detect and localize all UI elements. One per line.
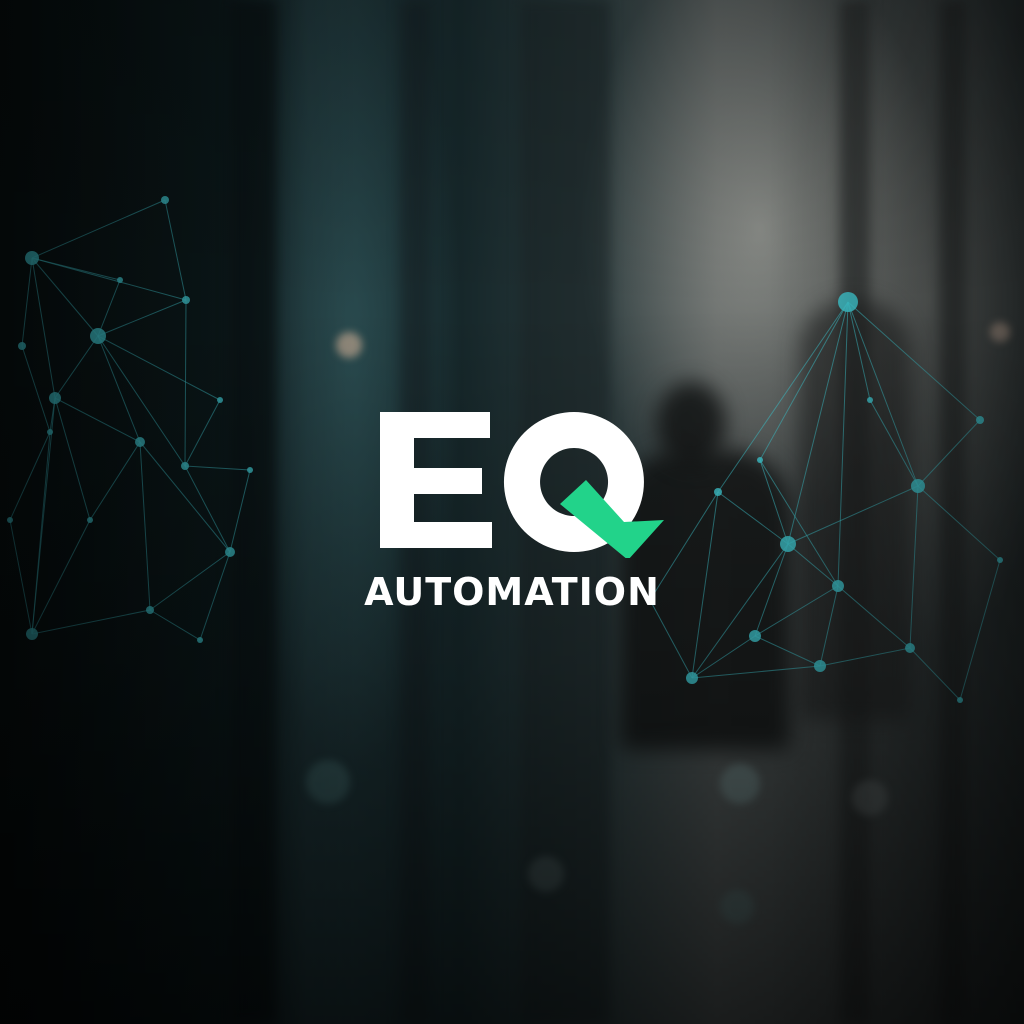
network-link <box>917 485 1001 561</box>
network-node <box>780 536 796 552</box>
network-node <box>7 517 13 523</box>
network-link <box>909 485 919 649</box>
network-node <box>18 342 26 350</box>
network-node <box>26 628 38 640</box>
network-node <box>976 416 984 424</box>
network-node <box>957 697 963 703</box>
network-link <box>787 301 849 545</box>
network-link <box>164 199 187 301</box>
network-node <box>247 467 253 473</box>
network-node <box>757 457 763 463</box>
network-node <box>225 547 235 557</box>
network-link <box>837 301 849 587</box>
network-link <box>909 647 961 701</box>
network-link <box>691 665 821 679</box>
network-link <box>31 199 166 259</box>
network-link <box>691 635 756 679</box>
network-node <box>47 429 53 435</box>
network-node <box>87 517 93 523</box>
network-link <box>54 397 141 443</box>
network-link <box>149 609 201 641</box>
network-link <box>97 279 121 337</box>
network-link <box>54 397 91 521</box>
network-node <box>217 397 223 403</box>
network-link <box>184 399 221 467</box>
network-node <box>197 637 203 643</box>
network-link <box>787 485 919 545</box>
network-cluster-right <box>647 292 1003 703</box>
network-node <box>905 643 915 653</box>
eq-logo-mark <box>380 412 664 558</box>
network-link <box>847 301 919 487</box>
network-link <box>97 299 187 337</box>
network-link <box>717 301 849 493</box>
network-node <box>161 196 169 204</box>
logo-letter-e <box>380 412 492 548</box>
network-link <box>184 465 251 471</box>
network-link <box>31 257 99 337</box>
network-node <box>714 488 722 496</box>
network-node <box>90 328 106 344</box>
network-node <box>117 277 123 283</box>
network-node <box>25 251 39 265</box>
check-mark-icon <box>560 480 664 558</box>
network-node <box>181 462 189 470</box>
network-node <box>182 296 190 304</box>
network-link <box>21 257 33 347</box>
network-node <box>686 672 698 684</box>
network-link <box>54 335 99 399</box>
network-link <box>31 257 187 301</box>
network-link <box>847 301 981 421</box>
network-node <box>49 392 61 404</box>
network-link <box>759 301 849 461</box>
network-link <box>759 459 789 545</box>
network-link <box>754 635 821 667</box>
network-link <box>229 469 251 553</box>
network-link <box>717 491 789 545</box>
network-link <box>21 345 51 433</box>
network-node <box>814 660 826 672</box>
network-node <box>135 437 145 447</box>
network-link <box>97 335 221 401</box>
network-node <box>911 479 925 493</box>
network-node <box>867 397 873 403</box>
network-link <box>917 419 981 487</box>
network-node <box>749 630 761 642</box>
network-link <box>89 441 141 521</box>
network-node <box>997 557 1003 563</box>
network-link <box>869 399 919 487</box>
network-link <box>31 257 56 399</box>
network-link <box>819 647 911 667</box>
network-node <box>838 292 858 312</box>
network-link <box>184 465 231 553</box>
network-link <box>184 299 187 467</box>
logo-tagline: AUTOMATION <box>364 570 660 614</box>
